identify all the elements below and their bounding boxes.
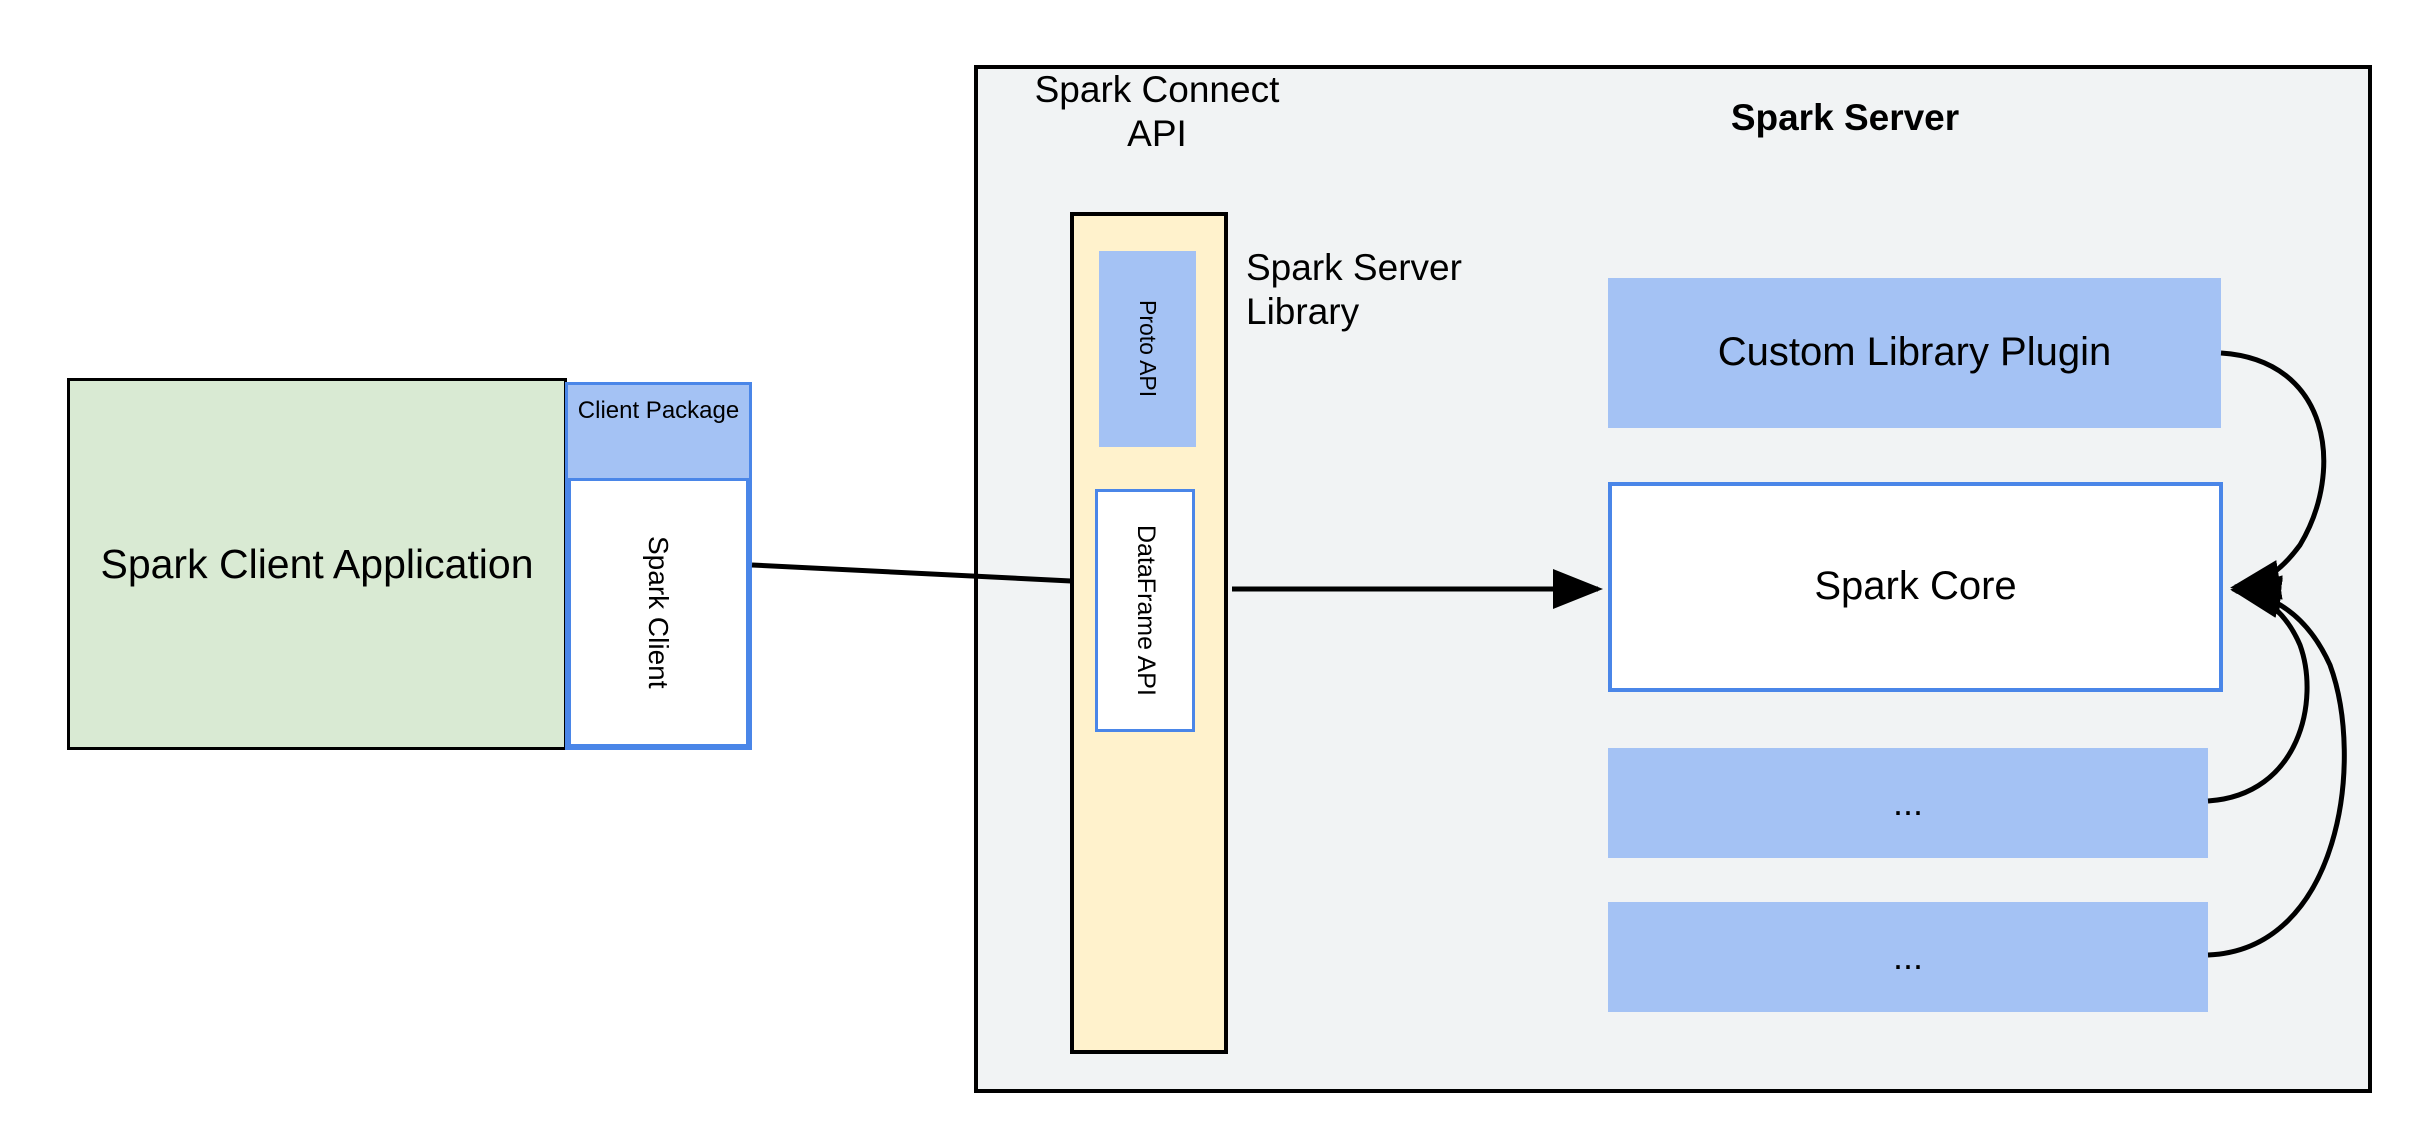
- spark-connect-api-label: Spark Connect API: [1034, 69, 1280, 155]
- spark-server-library-label: Spark Server Library: [1246, 247, 1462, 333]
- spark-client-box: Spark Client: [568, 478, 749, 747]
- spark-server-title: Spark Server: [1730, 97, 1960, 138]
- custom-library-plugin-box: Custom Library Plugin: [1608, 278, 2221, 428]
- spark-client-application-box: Spark Client Application: [67, 378, 567, 750]
- spark-core-box: Spark Core: [1608, 482, 2223, 692]
- ellipsis-box-2: ...: [1608, 902, 2208, 1012]
- ellipsis-box-1: ...: [1608, 748, 2208, 858]
- dataframe-api-box: DataFrame API: [1095, 489, 1195, 732]
- proto-api-box: Proto API: [1099, 251, 1196, 447]
